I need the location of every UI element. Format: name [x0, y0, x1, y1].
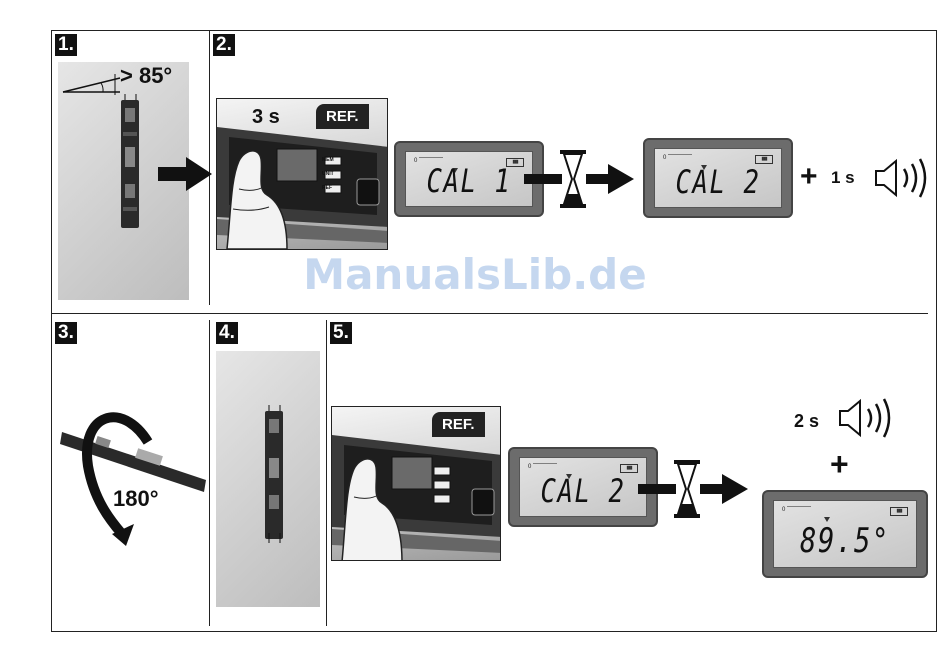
plus-sign: +	[800, 160, 818, 194]
step-3-number: 3.	[55, 322, 77, 344]
step-1-number: 1.	[55, 34, 77, 56]
spirit-level-vertical	[110, 92, 150, 234]
step-4-number: 4.	[216, 322, 238, 344]
hourglass-icon	[560, 150, 586, 208]
arrow-right-icon	[156, 154, 216, 194]
device-button-mem: MEM	[322, 157, 334, 163]
row-divider	[51, 313, 928, 314]
speaker-icon-2	[836, 396, 902, 442]
lcd-display-cal1: 0 ⎺⎺⎺⎺ ▮▮▮ CAL 1	[394, 141, 544, 217]
plus-sign-2: +	[830, 446, 849, 483]
rotate-180-illustration	[56, 400, 206, 550]
hourglass-icon-2	[674, 460, 700, 518]
lcd-display-cal2-step5: 0 ⎺⎺⎺⎺ ▮▮▮ CAL 2	[508, 447, 658, 527]
lcd-display-result: 0 ⎺⎺⎺⎺ ▮▮▮ 89.5°	[762, 490, 928, 578]
angle-label: > 85°	[120, 63, 172, 89]
beep-time-label-2: 2 s	[794, 411, 819, 432]
speaker-icon	[872, 156, 938, 200]
lcd-cal1-text: CAL 1	[419, 162, 520, 200]
device-button-ref: REF	[322, 185, 332, 191]
lcd-result-text: 89.5°	[788, 521, 902, 561]
lcd-cal2-text: CAL 2	[668, 163, 769, 201]
beep-time-label: 1 s	[831, 168, 855, 188]
ref-button: REF.	[316, 104, 369, 129]
hourglass-arrow-2	[638, 458, 758, 522]
hold-time-label: 3 s	[252, 106, 280, 129]
hourglass-arrow-1	[524, 148, 644, 212]
panel-divider-4-5	[326, 320, 327, 626]
step-2-number: 2.	[213, 34, 235, 56]
rotation-label: 180°	[113, 486, 159, 512]
lcd-display-cal2: 0 ⎺⎺⎺⎺ ▮▮▮ CAL 2	[643, 138, 793, 218]
ref-button-2: REF.	[432, 412, 485, 437]
spirit-level-vertical-rotated	[254, 403, 294, 545]
device-button-unit: UNIT	[322, 171, 334, 177]
lcd-cal2-step5-text: CAL 2	[533, 472, 634, 510]
step-5-number: 5.	[330, 322, 352, 344]
panel-divider-3-4	[209, 320, 210, 626]
